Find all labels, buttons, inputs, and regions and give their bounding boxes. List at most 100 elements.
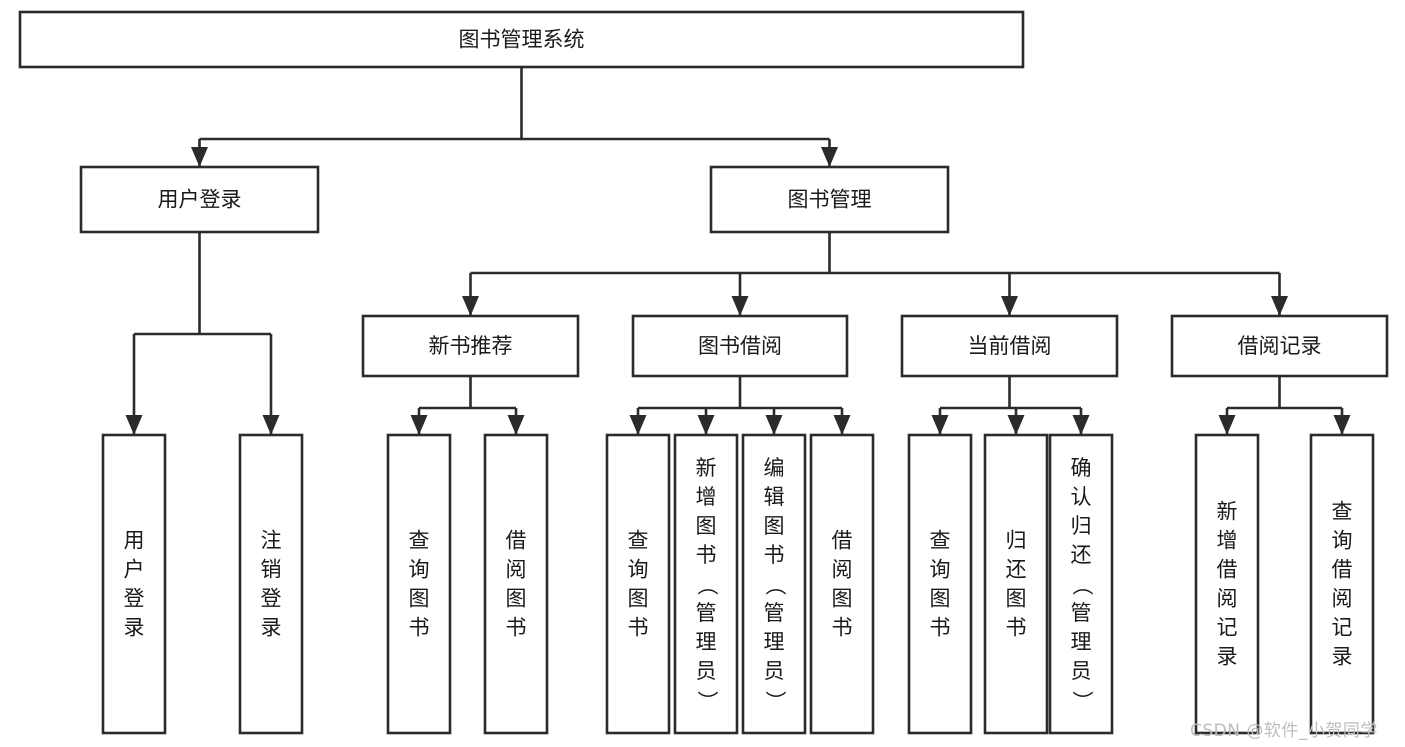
node-label-char: 借 <box>1332 558 1353 582</box>
node-label-char: 增 <box>1217 529 1238 553</box>
node-box <box>79 165 320 234</box>
node-label-char: 询 <box>1332 529 1353 553</box>
node-label-char: 销 <box>261 558 282 582</box>
arrow-head-icon <box>191 147 208 167</box>
node-l2-book-borrow[interactable]: 图书借阅 <box>631 314 849 378</box>
node-label-char: 阅 <box>832 558 853 582</box>
node-box <box>1194 433 1260 735</box>
node-label-char: （ <box>1070 575 1094 596</box>
node-label-char: 录 <box>261 616 282 640</box>
node-l2-current-borrow[interactable]: 当前借阅 <box>900 314 1119 378</box>
node-label-char: 记 <box>1332 616 1353 640</box>
node-label-char: 书 <box>832 616 853 640</box>
node-label-char: ） <box>763 691 787 712</box>
node-l2-new-book-rec[interactable]: 新书推荐 <box>361 314 580 378</box>
node-l2-borrow-record[interactable]: 借阅记录 <box>1170 314 1389 378</box>
node-label-char: 阅 <box>1217 587 1238 611</box>
node-label-char: 询 <box>930 558 951 582</box>
arrow-head-icon <box>1001 296 1018 316</box>
node-box <box>18 10 1025 69</box>
node-label-char: 图 <box>930 587 951 611</box>
node-label-char: 还 <box>1071 543 1092 567</box>
node-label-char: 理 <box>1071 630 1092 654</box>
arrow-head-icon <box>765 415 783 435</box>
node-leaf-user-login[interactable]: 用户登录 <box>101 433 167 735</box>
node-label-char: 书 <box>930 616 951 640</box>
node-label-char: 书 <box>409 616 430 640</box>
node-label-char: 登 <box>124 587 145 611</box>
node-root[interactable]: 图书管理系统 <box>18 10 1025 69</box>
node-label-char: 阅 <box>1332 587 1353 611</box>
node-label-char: 查 <box>628 529 649 553</box>
arrow-head-icon <box>262 415 280 435</box>
node-label-char: 查 <box>1332 500 1353 524</box>
node-layer: 图书管理系统用户登录图书管理新书推荐图书借阅当前借阅借阅记录用户登录注销登录查询… <box>18 10 1389 735</box>
node-label-char: 管 <box>1071 601 1092 625</box>
node-label-char: 借 <box>1217 558 1238 582</box>
node-box <box>1170 314 1389 378</box>
arrow-head-icon <box>1218 415 1236 435</box>
arrow-head-icon <box>833 415 851 435</box>
arrow-head-icon <box>462 296 479 316</box>
node-box <box>101 433 167 735</box>
node-label-char: 管 <box>764 601 785 625</box>
arrow-head-icon <box>697 415 715 435</box>
node-label-char: 图 <box>628 587 649 611</box>
node-box <box>1048 433 1114 735</box>
node-label-char: 录 <box>124 616 145 640</box>
node-label-char: 户 <box>124 558 145 582</box>
node-label-char: 查 <box>409 529 430 553</box>
node-label-char: （ <box>695 575 719 596</box>
node-label-char: 书 <box>628 616 649 640</box>
node-label-char: 图 <box>1006 587 1027 611</box>
node-label-char: 用 <box>124 529 145 553</box>
node-label-char: 注 <box>261 529 282 553</box>
node-label-char: 登 <box>261 587 282 611</box>
node-label-char: 还 <box>1006 558 1027 582</box>
node-label-char: 员 <box>764 659 785 683</box>
node-box <box>386 433 452 735</box>
node-label-char: 书 <box>696 543 717 567</box>
arrow-head-icon <box>1072 415 1090 435</box>
node-label: 当前借阅 <box>968 334 1052 358</box>
node-box <box>900 314 1119 378</box>
node-box <box>238 433 304 735</box>
node-l1-user-login[interactable]: 用户登录 <box>79 165 320 234</box>
arrow-head-icon <box>931 415 949 435</box>
node-label-char: 询 <box>409 558 430 582</box>
node-box <box>983 433 1049 735</box>
node-box <box>483 433 549 735</box>
arrow-head-icon <box>629 415 647 435</box>
csdn-watermark: CSDN @软件_小贺同学 <box>1190 721 1378 741</box>
node-label-char: ） <box>695 691 719 712</box>
node-label-char: 增 <box>696 485 717 509</box>
node-label-char: 书 <box>1006 616 1027 640</box>
node-label: 新书推荐 <box>429 334 513 358</box>
node-box <box>741 433 807 735</box>
node-label-char: 认 <box>1071 485 1092 509</box>
node-label-char: 阅 <box>506 558 527 582</box>
node-label-char: 记 <box>1217 616 1238 640</box>
node-l1-book-manage[interactable]: 图书管理 <box>709 165 950 234</box>
node-box <box>361 314 580 378</box>
node-label-char: ） <box>1070 691 1094 712</box>
node-label-char: 编 <box>764 456 785 480</box>
node-label-char: 归 <box>1006 529 1027 553</box>
node-label-char: 图 <box>764 514 785 538</box>
node-label-char: 确 <box>1071 456 1092 480</box>
node-box <box>1309 433 1375 735</box>
node-label: 用户登录 <box>158 188 242 212</box>
